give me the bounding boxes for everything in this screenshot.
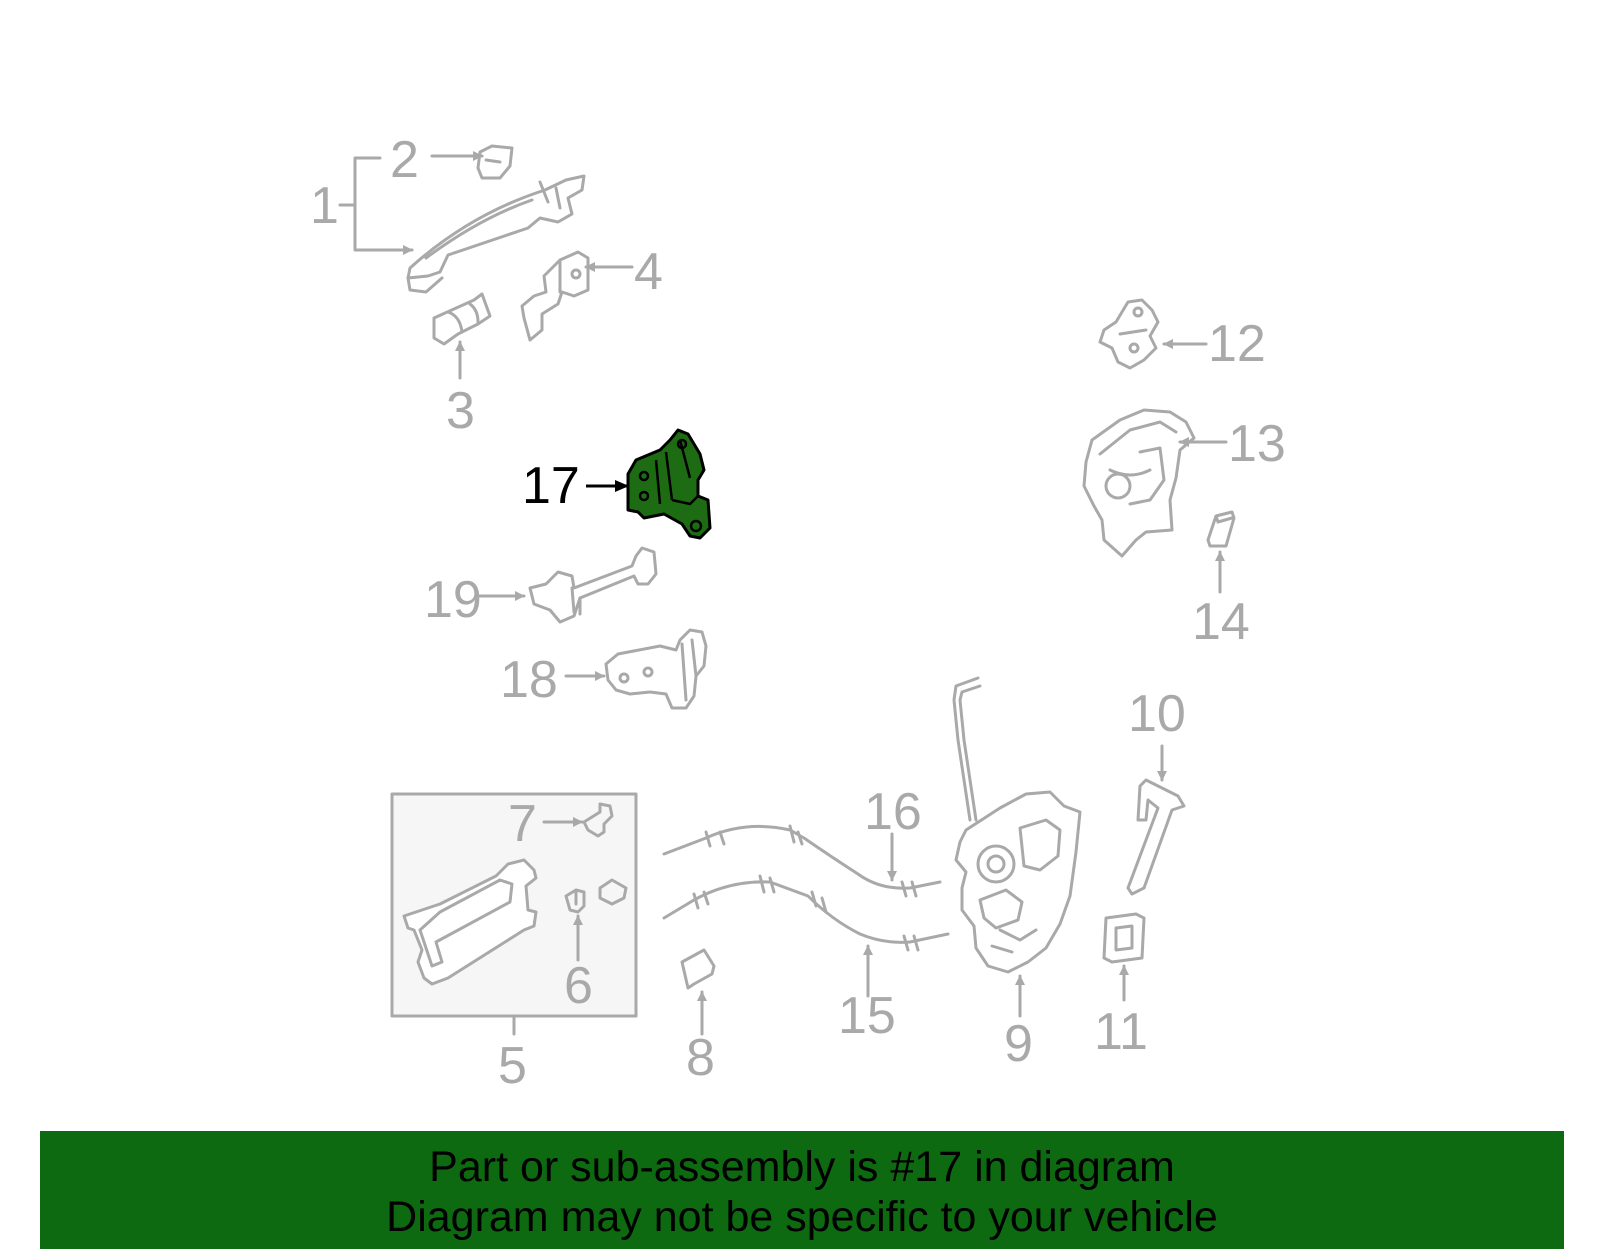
part-3-gasket [432,292,492,346]
part-13-latch-cover [1082,408,1196,558]
part-15-cable [662,874,950,952]
callout-19: 19 [424,571,482,629]
part-11-grommet [1102,912,1146,964]
callout-10: 10 [1128,685,1186,743]
callout-12: 12 [1208,315,1266,373]
callout-1-leader [338,156,414,255]
part-6-clip [564,888,586,914]
part-5-inside-handle [402,858,538,986]
callout-14: 14 [1192,593,1250,651]
parts-diagram: 1 2 3 4 5 6 7 8 9 10 11 12 13 14 15 16 1… [310,131,1286,1095]
part-9-lock-actuator [954,790,1082,974]
callout-7: 7 [508,795,537,853]
part-9-rod [952,676,982,822]
part-19-door-check [528,546,658,624]
part-4-bracket [520,250,590,342]
part-1-outside-handle [406,174,586,294]
callout-2: 2 [390,131,419,189]
banner-line-2: Diagram may not be specific to your vehi… [386,1193,1218,1241]
part-14-bushing [1206,510,1236,548]
callout-18: 18 [500,651,558,709]
info-banner: Part or sub-assembly is #17 in diagram D… [40,1131,1564,1249]
callout-15: 15 [838,987,896,1045]
banner-line-1: Part or sub-assembly is #17 in diagram [429,1143,1175,1191]
part-2-cap [476,144,514,180]
part-7-clip [582,802,614,838]
callout-17: 17 [522,457,580,515]
callout-6: 6 [564,957,593,1015]
part-18-hinge [604,628,708,710]
callout-8: 8 [686,1029,715,1087]
callout-3: 3 [446,382,475,440]
callout-1: 1 [310,177,339,235]
callout-13: 13 [1228,415,1286,473]
callout-16: 16 [864,783,922,841]
part-12-striker [1098,298,1160,370]
parts-drawing [338,144,1236,1036]
callout-11: 11 [1094,1003,1148,1061]
part-8-pad [680,948,716,990]
part-16-cable [662,824,942,898]
part-6-block [598,878,628,906]
callout-5: 5 [498,1037,527,1095]
part-10-rod [1126,778,1186,896]
callout-9: 9 [1004,1015,1033,1073]
callout-4: 4 [634,243,663,301]
